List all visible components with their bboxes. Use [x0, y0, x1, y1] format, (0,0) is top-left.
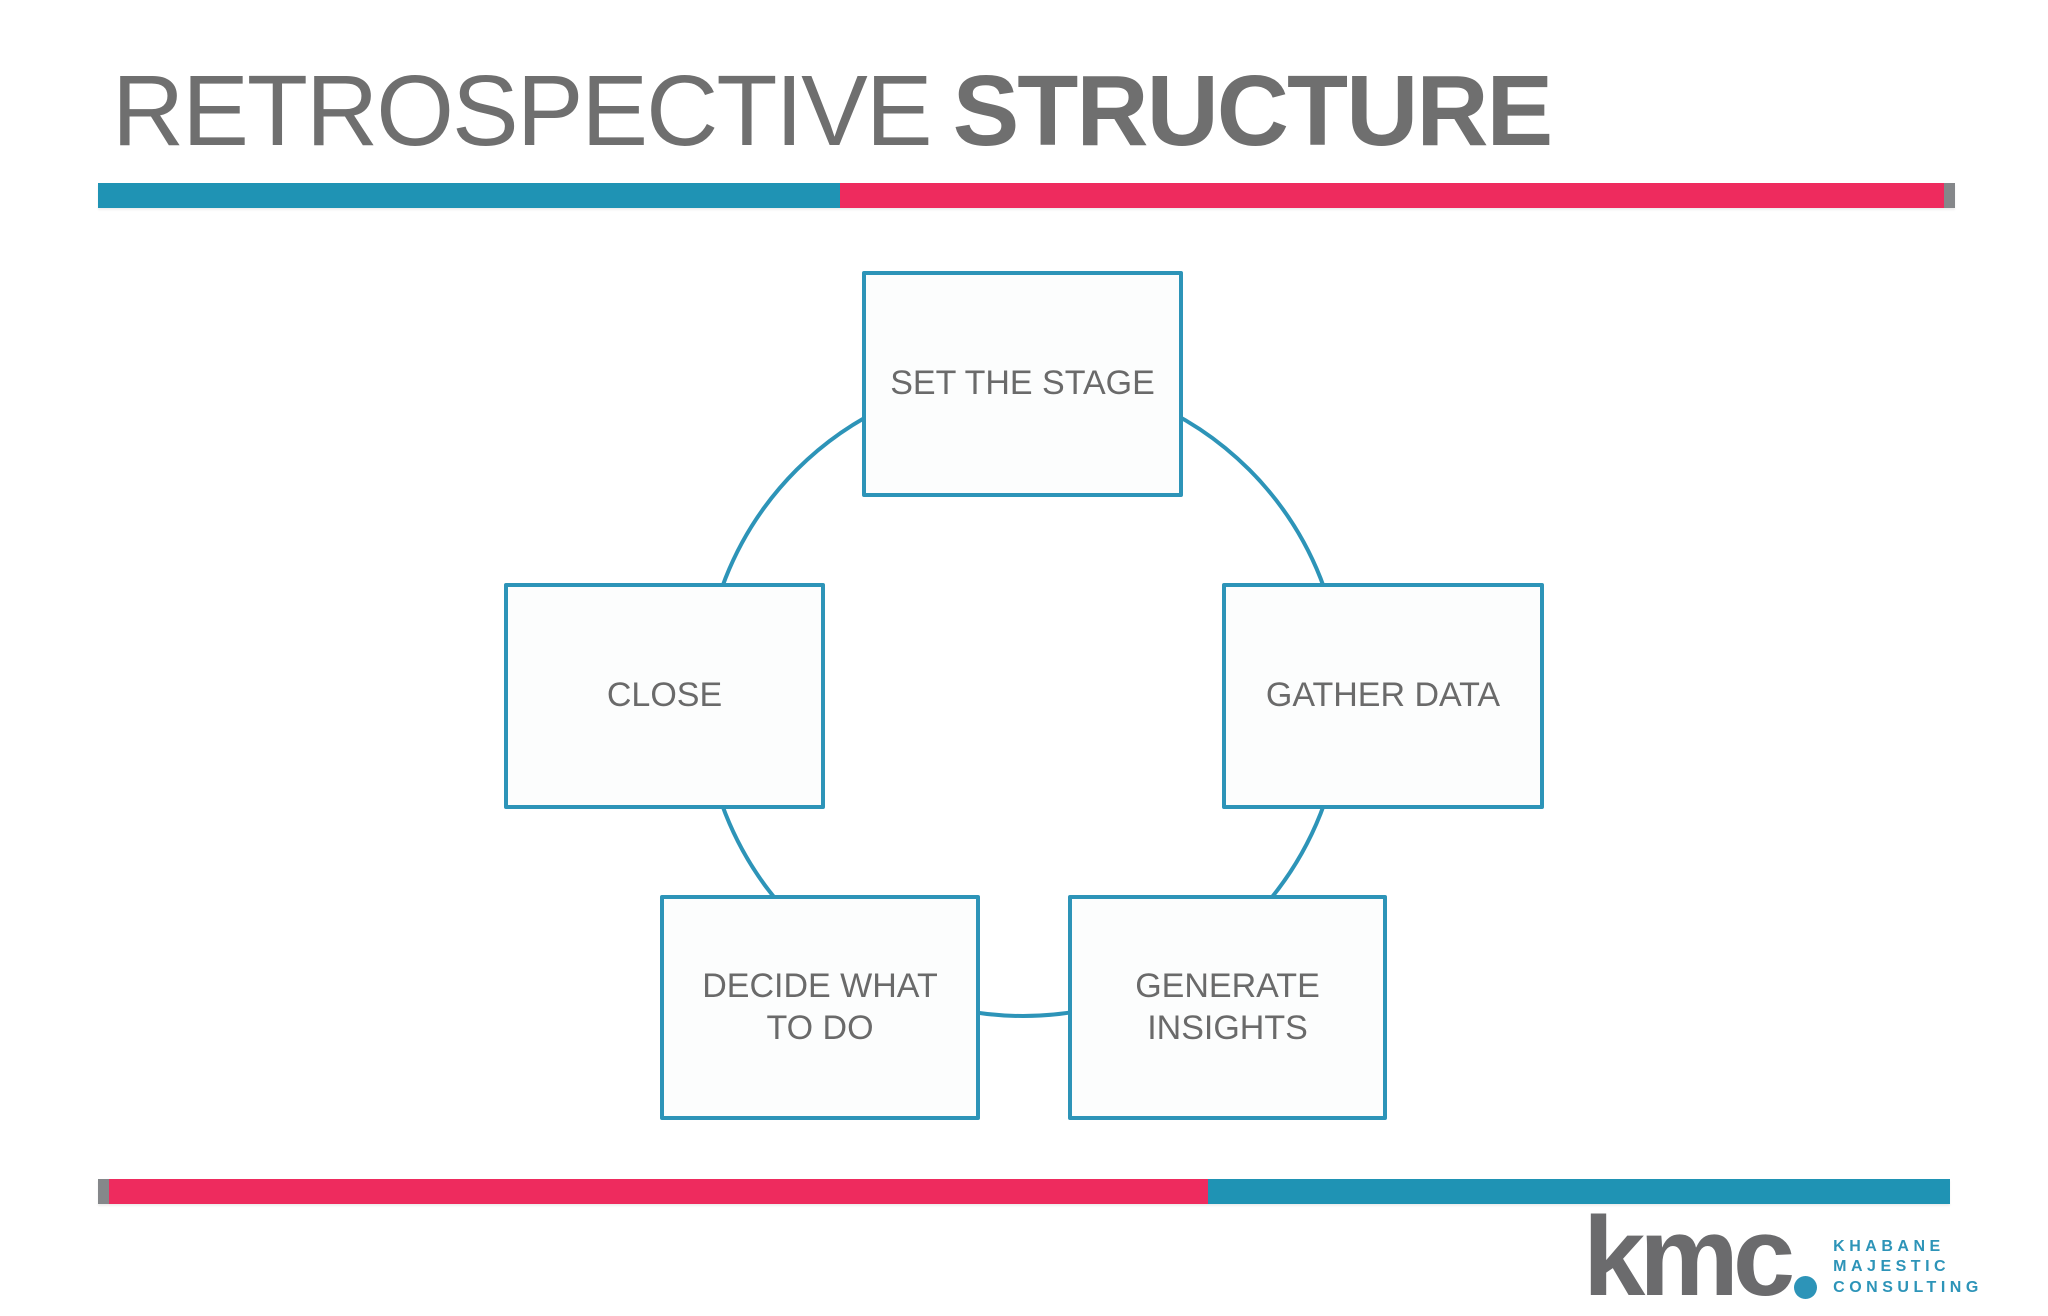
- bottom-divider-bar: [98, 1179, 1950, 1204]
- node-label: DECIDE WHAT TO DO: [702, 967, 938, 1047]
- page-title-regular: RETROSPECTIVE: [112, 55, 933, 167]
- top-bar-teal-segment: [98, 183, 840, 208]
- node-label: SET THE STAGE: [890, 364, 1155, 403]
- node-gather-data: GATHER DATA: [1222, 583, 1544, 809]
- node-set-the-stage: SET THE STAGE: [862, 271, 1183, 497]
- kmc-company-name: KHABANE MAJESTIC CONSULTING: [1833, 1237, 1983, 1298]
- node-label: CLOSE: [606, 676, 723, 715]
- node-label: GENERATE INSIGHTS: [1135, 967, 1320, 1047]
- kmc-logo-dot-icon: [1794, 1276, 1818, 1299]
- top-divider-bar: [98, 183, 1955, 208]
- kmc-logo: kmc KHABANE MAJESTIC CONSULTING: [1583, 1193, 1983, 1316]
- top-bar-pink-segment: [840, 183, 1944, 208]
- kmc-company-line: MAJESTIC: [1833, 1258, 1951, 1276]
- node-decide-what-to-do: DECIDE WHAT TO DO: [660, 895, 980, 1120]
- page-title-bold: STRUCTURE: [952, 55, 1554, 167]
- node-generate-insights: GENERATE INSIGHTS: [1068, 895, 1387, 1120]
- node-close: CLOSE: [504, 583, 825, 809]
- bottom-bar-pink-segment: [109, 1179, 1208, 1204]
- bottom-bar-gray-cap: [98, 1179, 109, 1204]
- kmc-wordmark: kmc: [1583, 1193, 1795, 1316]
- top-bar-gray-cap: [1944, 183, 1955, 208]
- node-label: GATHER DATA: [1265, 676, 1501, 715]
- kmc-company-line: KHABANE: [1833, 1237, 1945, 1255]
- bottom-bar-teal-segment: [1208, 1179, 1950, 1204]
- kmc-company-line: CONSULTING: [1833, 1278, 1983, 1296]
